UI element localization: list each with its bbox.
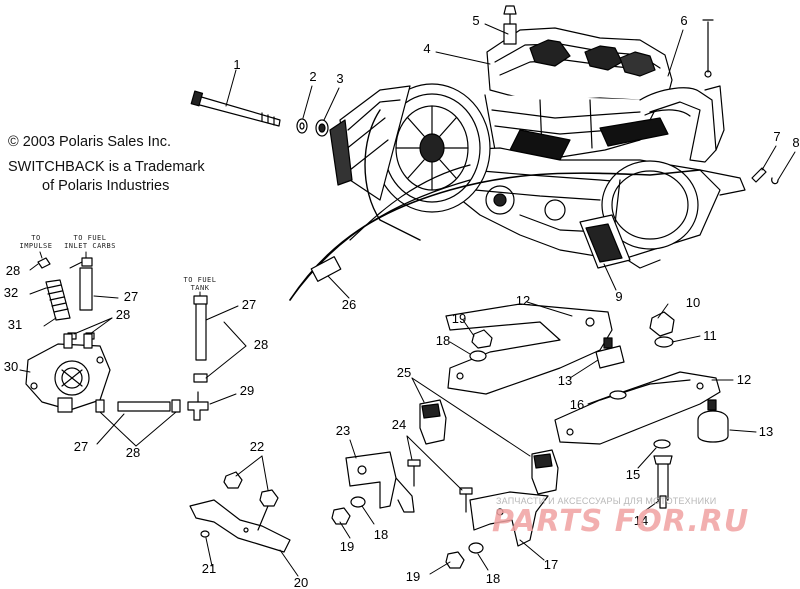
- callout-10: 10: [685, 295, 701, 310]
- callout-32: 32: [3, 285, 19, 300]
- callout-27-right: 27: [241, 297, 257, 312]
- lower-bracket: [189, 471, 291, 553]
- callout-31: 31: [7, 317, 23, 332]
- callout-13a: 13: [557, 373, 573, 388]
- callout-28-mid: 28: [115, 307, 131, 322]
- callout-5: 5: [472, 13, 480, 28]
- callout-19a: 19: [451, 311, 467, 326]
- callout-9: 9: [615, 289, 623, 304]
- leader-lines: [19, 23, 796, 577]
- brackets: [331, 399, 559, 569]
- callout-2: 2: [309, 69, 317, 84]
- copyright-line-3: of Polaris Industries: [42, 178, 170, 194]
- engine-assembly: [454, 5, 746, 269]
- engine-mounts: [445, 303, 729, 509]
- callout-27-bottom: 27: [73, 439, 89, 454]
- callout-3: 3: [336, 71, 344, 86]
- callout-28-right-lower: 28: [253, 337, 269, 352]
- callout-19b: 19: [339, 539, 355, 554]
- callout-14: 14: [633, 513, 649, 528]
- callout-18a: 18: [435, 333, 451, 348]
- callout-16: 16: [569, 397, 585, 412]
- hose-label-to-fuel-tank: TO FUEL TANK: [183, 276, 217, 292]
- callout-28-top: 28: [5, 263, 21, 278]
- callout-1: 1: [233, 57, 241, 72]
- callout-11: 11: [703, 328, 717, 343]
- callout-6: 6: [680, 13, 688, 28]
- hose-label-to-impulse: TO IMPULSE: [19, 234, 53, 250]
- callout-4: 4: [423, 41, 431, 56]
- fuel-pump: [25, 257, 209, 421]
- hose-label-to-fuel-inlet-carbs: TO FUEL INLET CARBS: [64, 234, 116, 250]
- watermark-caption: ЗАПЧАСТИ И АКСЕССУАРЫ ДЛЯ МОТОТЕХНИКИ: [496, 496, 717, 506]
- copyright-line-1: © 2003 Polaris Sales Inc.: [8, 134, 172, 150]
- watermark-logo: PARTS FOR.RU: [492, 504, 750, 539]
- part-26-cable-sleeve: [310, 256, 342, 282]
- callout-18b: 18: [373, 527, 389, 542]
- callout-19c: 19: [405, 569, 421, 584]
- callout-7: 7: [773, 129, 781, 144]
- callout-8: 8: [792, 135, 800, 150]
- callout-28-bottom: 28: [125, 445, 141, 460]
- callout-18c: 18: [485, 571, 501, 586]
- callout-30: 30: [3, 359, 19, 374]
- callout-22: 22: [249, 439, 265, 454]
- drive-clutch: [329, 83, 491, 213]
- copyright-line-2: SWITCHBACK is a Trademark: [8, 159, 205, 175]
- callout-23: 23: [335, 423, 351, 438]
- callout-12a: 12: [515, 293, 531, 308]
- part-1-bolt: [190, 90, 281, 127]
- callout-13b: 13: [758, 424, 774, 439]
- callout-27-left: 27: [123, 289, 139, 304]
- callout-15: 15: [625, 467, 641, 482]
- callout-21: 21: [201, 561, 217, 576]
- callout-17: 17: [543, 557, 559, 572]
- callout-25: 25: [396, 365, 412, 380]
- callout-24: 24: [391, 417, 407, 432]
- callout-20: 20: [293, 575, 309, 589]
- callout-12b: 12: [736, 372, 752, 387]
- callout-29: 29: [239, 383, 255, 398]
- callout-26: 26: [341, 297, 357, 312]
- part-2-washer: [296, 118, 308, 134]
